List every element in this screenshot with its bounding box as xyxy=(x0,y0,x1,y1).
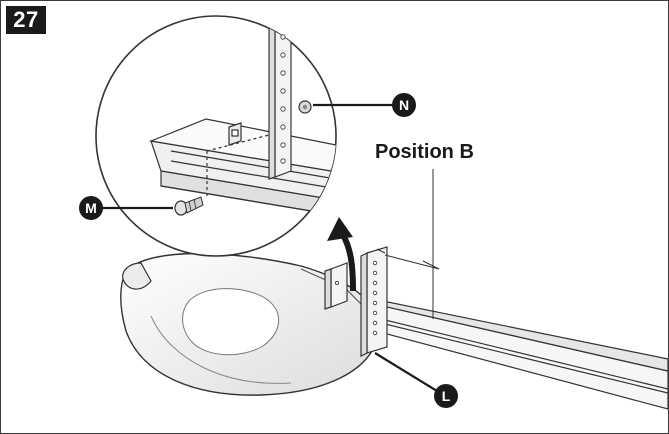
rail xyxy=(360,296,668,410)
callout-n: N xyxy=(313,93,416,117)
callout-l: L xyxy=(374,352,458,408)
motor-housing xyxy=(120,252,380,396)
position-b-dimension xyxy=(384,169,440,319)
screw xyxy=(174,196,204,216)
position-b-label: Position B xyxy=(375,141,474,163)
bracket-holes xyxy=(334,260,378,336)
curved-arrow-icon xyxy=(327,217,356,292)
callout-m-label: M xyxy=(85,200,97,216)
zoom-bracket-holes xyxy=(280,34,286,164)
small-bracket xyxy=(324,262,348,310)
step-number-badge: 27 xyxy=(6,6,46,34)
callout-m: M xyxy=(79,196,173,220)
callout-n-label: N xyxy=(399,97,409,113)
callout-l-label: L xyxy=(442,388,451,404)
vertical-bracket xyxy=(360,246,388,357)
detail-magnifier xyxy=(95,15,337,257)
nut xyxy=(298,100,312,114)
